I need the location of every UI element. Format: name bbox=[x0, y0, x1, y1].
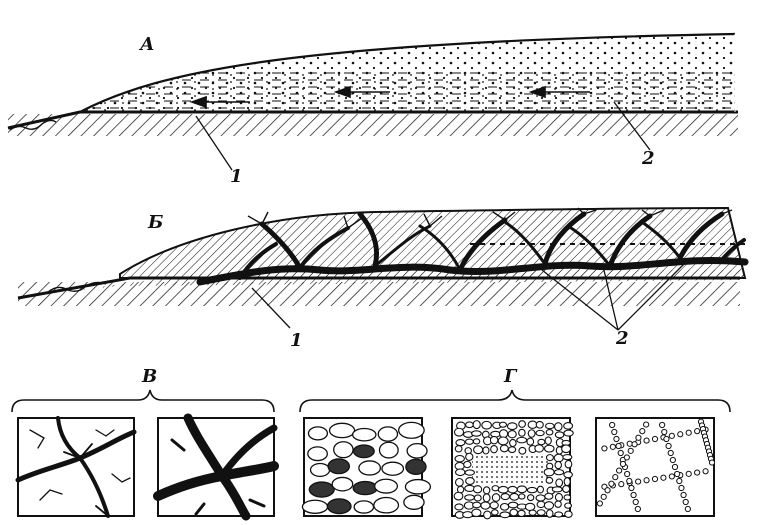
panel-b-label: Б bbox=[148, 214, 163, 232]
thumb-pebbles bbox=[302, 418, 430, 516]
section-b bbox=[18, 208, 750, 330]
group-g-label: Г bbox=[504, 368, 516, 386]
group-g bbox=[300, 390, 730, 519]
brace-v bbox=[12, 390, 274, 412]
callout-1-b: 1 bbox=[290, 332, 303, 350]
brace-g bbox=[300, 390, 730, 412]
thumb-gravel-sand bbox=[452, 418, 573, 519]
thumb-thin-cracks bbox=[18, 418, 134, 516]
thumb-bead-chain bbox=[596, 418, 715, 516]
group-v-label: В bbox=[142, 368, 157, 386]
callout-1-a: 1 bbox=[230, 168, 243, 186]
panel-a-label: А bbox=[140, 36, 155, 54]
thumb-thick-cracks bbox=[158, 418, 274, 516]
callout-2-b: 2 bbox=[616, 330, 629, 348]
sediment-wedge-a bbox=[80, 34, 740, 112]
section-a bbox=[8, 34, 740, 170]
group-v bbox=[12, 390, 274, 516]
callout-2-a: 2 bbox=[642, 150, 655, 168]
